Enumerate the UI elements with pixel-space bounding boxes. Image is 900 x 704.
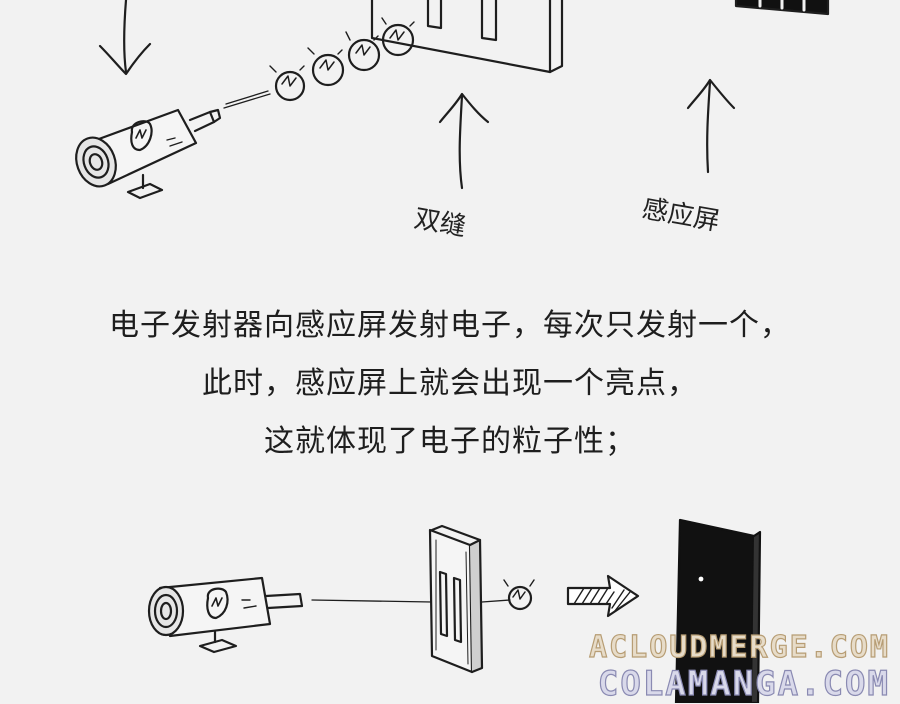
caption-line-1: 电子发射器向感应屏发射电子，每次只发射一个，: [0, 300, 900, 344]
down-arrow-icon: [100, 0, 150, 74]
caption-line-2: 此时，感应屏上就会出现一个亮点，: [0, 358, 900, 402]
watermark-line-1: ACLOUDMERGE.COM: [589, 630, 890, 665]
electron-emitter-top: [70, 110, 220, 198]
up-arrow-icon-slit: [440, 94, 488, 188]
watermark-line-2: COLAMANGA.COM: [598, 664, 890, 704]
electron-stream-icon: [270, 18, 414, 100]
single-electron-icon: [504, 580, 534, 609]
caption-line-3: 这就体现了电子的粒子性；: [0, 416, 900, 460]
right-arrow-icon: [568, 576, 638, 616]
electron-beam-top: [224, 91, 270, 108]
electron-emitter-bottom: [149, 578, 302, 652]
sensor-screen-top: [736, 0, 828, 14]
up-arrow-icon-screen: [688, 80, 734, 172]
double-slit-board-bottom: [430, 526, 482, 672]
bright-spot-icon: [699, 577, 704, 582]
